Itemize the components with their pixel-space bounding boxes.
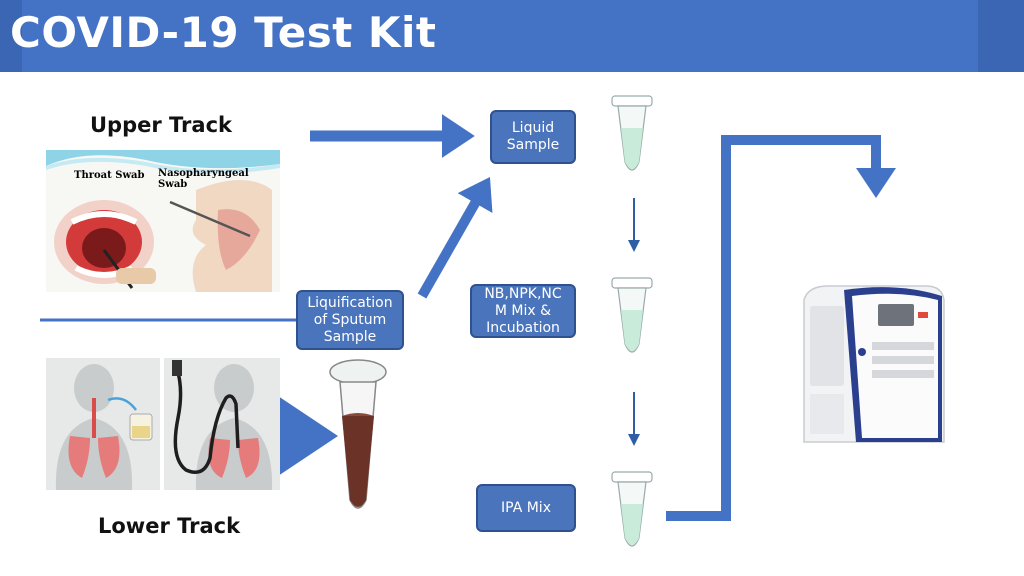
title-accent-right (978, 0, 1024, 72)
instrument-image (803, 285, 945, 443)
swab-photo: Throat Swab Nasopharyngeal Swab (46, 150, 280, 292)
lower-track-label: Lower Track (98, 514, 241, 538)
liquid-sample-box: Liquid Sample (490, 110, 576, 164)
page-title: COVID-19 Test Kit (10, 8, 437, 57)
sputum-tube (329, 359, 387, 509)
liquification-box: Liquification of Sputum Sample (296, 290, 404, 350)
pcr-instrument (798, 282, 948, 448)
bronchoscopy-image (164, 358, 280, 490)
upper-track-label: Upper Track (90, 113, 232, 137)
swab-illustration (46, 150, 280, 292)
tube-mix-incubation (611, 277, 653, 353)
tube-ipa-mix (611, 471, 653, 547)
throat-swab-caption: Throat Swab (74, 170, 145, 181)
ipa-mix-box: IPA Mix (476, 484, 576, 532)
tube-liquid-sample (611, 95, 653, 171)
arrow-liquification-to-liquid (417, 177, 493, 299)
title-bar: COVID-19 Test Kit (0, 0, 1024, 72)
title-accent-left (0, 0, 22, 72)
mix-incubation-box: NB,NPK,NC M Mix & Incubation (470, 284, 576, 338)
lung-illustration-left (46, 358, 160, 490)
nasal-swab-caption: Nasopharyngeal Swab (158, 168, 249, 190)
lung-illustration-right (164, 358, 280, 490)
lung-sputum-image (46, 358, 160, 490)
